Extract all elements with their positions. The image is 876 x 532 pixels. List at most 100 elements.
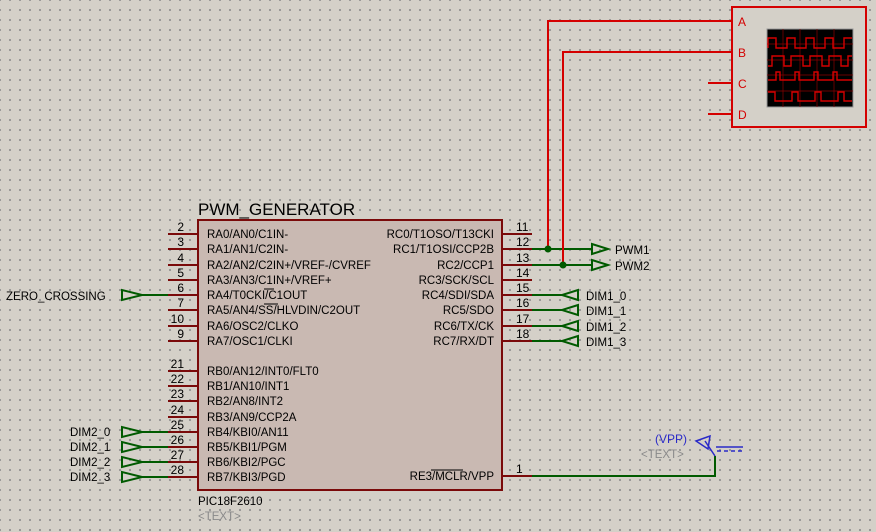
scope-screen	[766, 28, 854, 108]
input-terminal-dim2-1[interactable]	[121, 440, 143, 454]
net-label-dim2-2: DIM2_2	[70, 457, 110, 469]
chip-title: PWM_GENERATOR	[198, 200, 355, 219]
scope-channel-b: B	[738, 46, 746, 60]
power-lines-icon	[716, 446, 743, 452]
pin-label: RC6/TX/CK	[434, 321, 494, 333]
pin-number: 27	[171, 448, 185, 462]
net-label-pwm2: PWM2	[615, 261, 650, 273]
pin-number: 15	[516, 281, 530, 295]
left-pins: 2 3 4 5 6 7 10 9 21 22 23 24 25 26 27 28…	[168, 220, 371, 484]
output-terminal-pwm2[interactable]	[591, 258, 612, 272]
pin-label: RC4/SDI/SDA	[422, 290, 495, 302]
power-arrow-icon	[694, 434, 711, 451]
pin-number: 23	[171, 387, 185, 401]
pin-label: RB4/KBI0/AN11	[207, 427, 289, 439]
pin-label: RC2/CCP1	[437, 260, 494, 272]
right-pins: 11 12 13 14 15 16 17 18 1 RC0/T1OSO/T13C…	[387, 220, 532, 483]
pin-label: RA0/AN0/C1IN-	[207, 229, 288, 241]
oscilloscope[interactable]: A B C D	[708, 6, 867, 128]
input-terminal-dim2-3[interactable]	[121, 470, 143, 484]
input-terminal-dim2-2[interactable]	[121, 455, 143, 469]
input-terminal-dim1-2[interactable]	[558, 319, 579, 333]
pin-number: 2	[177, 220, 184, 234]
pin-label: RA5/AN4/SS/HLVDIN/C2OUT	[207, 305, 360, 317]
wire-scope-a[interactable]	[547, 20, 708, 249]
pin-number: 11	[516, 220, 529, 234]
net-label-dim1-2: DIM1_2	[586, 322, 626, 334]
net-label-pwm1: PWM1	[615, 245, 650, 257]
pin-number: 16	[516, 296, 530, 310]
scope-channel-c: C	[738, 77, 747, 91]
pin-number: 24	[171, 403, 185, 417]
pin-label: RC5/SDO	[443, 305, 494, 317]
trace-c	[768, 71, 852, 81]
net-label-dim1-3: DIM1_3	[586, 337, 626, 349]
wire-mclr-vpp[interactable]	[532, 456, 716, 477]
power-label: (VPP)	[655, 432, 687, 446]
pin-label: RB1/AN10/INT1	[207, 381, 289, 393]
pin-number: 9	[177, 327, 184, 341]
pin-label: RA2/AN2/C2IN+/VREF-/CVREF	[207, 260, 371, 272]
pin-label: RB2/AN8/INT2	[207, 396, 283, 408]
net-label-zero-crossing: ZERO_CROSSING	[6, 291, 106, 303]
pin-label: RB6/KBI2/PGC	[207, 457, 286, 469]
pin-label: RC3/SCK/SCL	[419, 275, 495, 287]
pin-label: RC7/RX/DT	[433, 336, 494, 348]
pin-number: 10	[171, 312, 185, 326]
chip-body[interactable]	[197, 219, 503, 491]
pin-number: 7	[177, 296, 184, 310]
pin-number: 26	[171, 433, 185, 447]
net-label-dim2-3: DIM2_3	[70, 472, 110, 484]
scope-grid	[767, 29, 853, 107]
pin-number: 25	[171, 418, 185, 432]
pin-number: 22	[171, 372, 185, 386]
pin-label: RB0/AN12/INT0/FLT0	[207, 366, 319, 378]
net-label-dim2-1: DIM2_1	[70, 442, 110, 454]
pin-label: RA3/AN3/C1IN+/VREF+	[207, 275, 332, 287]
pin-number: 18	[516, 327, 530, 341]
scope-traces	[767, 37, 852, 102]
pin-number: 14	[516, 266, 530, 280]
input-terminal-dim1-0[interactable]	[558, 288, 579, 302]
input-terminal-dim1-1[interactable]	[558, 303, 579, 317]
wires	[142, 248, 716, 478]
trace-b	[768, 55, 852, 67]
pin-number: 3	[177, 235, 184, 249]
vpp-power-terminal[interactable]: (VPP) <TEXT>	[641, 432, 743, 461]
pin-number: 13	[516, 251, 530, 265]
pin-label: RA1/AN1/C2IN-	[207, 244, 288, 256]
pin-label: RE3/MCLR/VPP	[410, 471, 495, 483]
pin-label: RC1/T1OSI/CCP2B	[393, 244, 494, 256]
pin-label: RB7/KBI3/PGD	[207, 472, 286, 484]
input-terminal-dim2-0[interactable]	[121, 425, 143, 439]
pin-number: 5	[177, 266, 184, 280]
input-terminal-dim1-3[interactable]	[558, 334, 579, 348]
trace-d	[768, 91, 852, 102]
terminals	[121, 242, 612, 484]
scope-channel-a: A	[738, 15, 746, 29]
pin-label: RA4/T0CKI/C1OUT	[207, 290, 307, 302]
pic-microcontroller[interactable]: PWM_GENERATOR PIC18F2610 <TEXT>	[197, 200, 503, 523]
pin-label: RB5/KBI1/PGM	[207, 442, 287, 454]
scope-channel-stubs	[708, 20, 732, 115]
input-terminal-zero-crossing[interactable]	[121, 288, 143, 302]
pin-number: 1	[516, 462, 523, 476]
junction-dot	[544, 245, 552, 253]
net-label-dim1-0: DIM1_0	[586, 291, 626, 303]
pin-number: 28	[171, 463, 185, 477]
output-terminal-pwm1[interactable]	[591, 242, 612, 256]
net-label-dim1-1: DIM1_1	[586, 306, 626, 318]
power-arrow-stem	[704, 440, 716, 457]
pin-label: RA6/OSC2/CLKO	[207, 321, 298, 333]
pin-number: 12	[516, 235, 530, 249]
scope-wires	[547, 20, 708, 265]
pin-label: RA7/OSC1/CLKI	[207, 336, 293, 348]
scope-channel-d: D	[738, 108, 747, 122]
chip-text-placeholder: <TEXT>	[198, 511, 241, 523]
wire-scope-b[interactable]	[562, 51, 708, 265]
pin-number: 4	[177, 251, 184, 265]
pin-number: 21	[171, 357, 185, 371]
pin-label: RC0/T1OSO/T13CKI	[387, 229, 494, 241]
pin-number: 6	[177, 281, 184, 295]
